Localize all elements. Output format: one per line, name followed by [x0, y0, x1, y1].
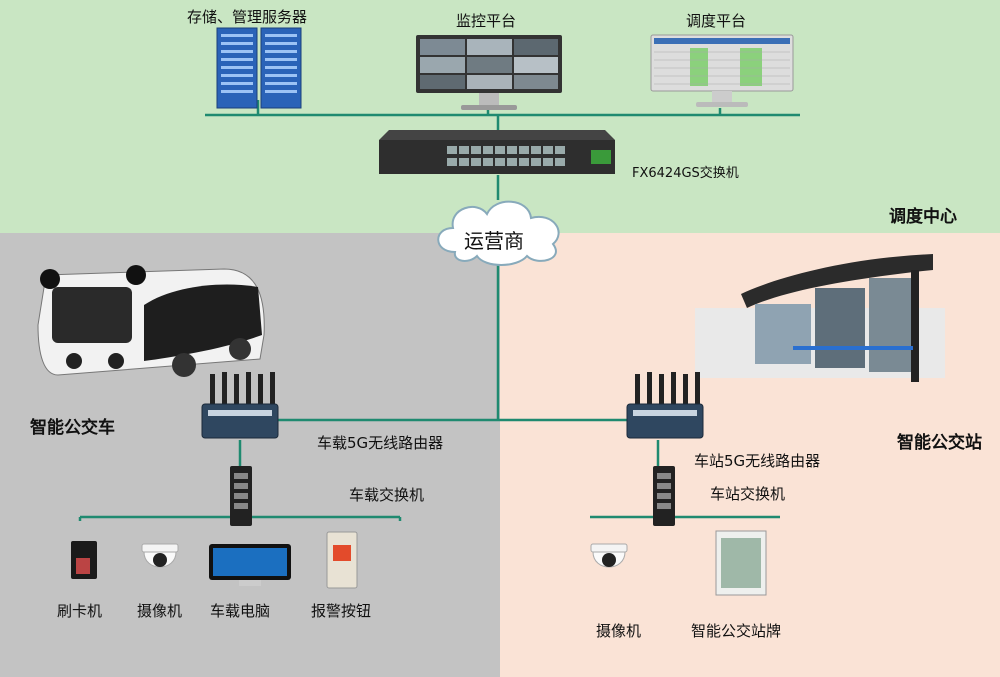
station-switch-label: 车站交换机 [710, 485, 786, 503]
dispatch-monitor-icon [650, 34, 794, 107]
bus-switch-icon [230, 466, 252, 526]
card-reader-label: 刷卡机 [57, 602, 103, 620]
storage-server-label: 存储、管理服务器 [187, 8, 308, 26]
station-sign-label: 智能公交站牌 [691, 622, 782, 640]
station-router-icon [626, 372, 704, 439]
station-sign-icon [715, 530, 767, 596]
bus-router-icon [201, 372, 279, 439]
switch-model-label: FX6424GS交换机 [632, 166, 739, 181]
alarm-button-icon [326, 531, 358, 589]
bus-switch-label: 车载交换机 [349, 486, 425, 504]
bus-router-label: 车载5G无线路由器 [317, 434, 444, 452]
vehicle-computer-icon [209, 544, 291, 586]
core-switch-icon [379, 130, 615, 174]
monitoring-monitor-icon [416, 35, 562, 110]
alarm-button-label: 报警按钮 [311, 602, 372, 620]
monitor-platform-label: 监控平台 [456, 12, 517, 30]
carrier-label: 运营商 [464, 229, 524, 253]
bus-camera-icon [141, 543, 179, 568]
bus-shelter-icon [695, 254, 945, 382]
server-rack-icon [216, 27, 302, 109]
smart-station-label: 智能公交站 [897, 433, 982, 453]
dispatch-center-label: 调度中心 [889, 207, 957, 227]
station-camera-label: 摄像机 [596, 622, 642, 640]
bus-icon [37, 265, 265, 377]
station-switch-icon [653, 466, 675, 526]
bus-camera-label: 摄像机 [137, 602, 183, 620]
station-router-label: 车站5G无线路由器 [694, 452, 821, 470]
dispatch-platform-label: 调度平台 [686, 12, 747, 30]
station-camera-icon [590, 543, 628, 568]
cloud-icon [437, 200, 560, 266]
vehicle-computer-label: 车载电脑 [210, 602, 271, 620]
card-reader-icon [71, 541, 97, 579]
smart-bus-label: 智能公交车 [30, 418, 115, 438]
